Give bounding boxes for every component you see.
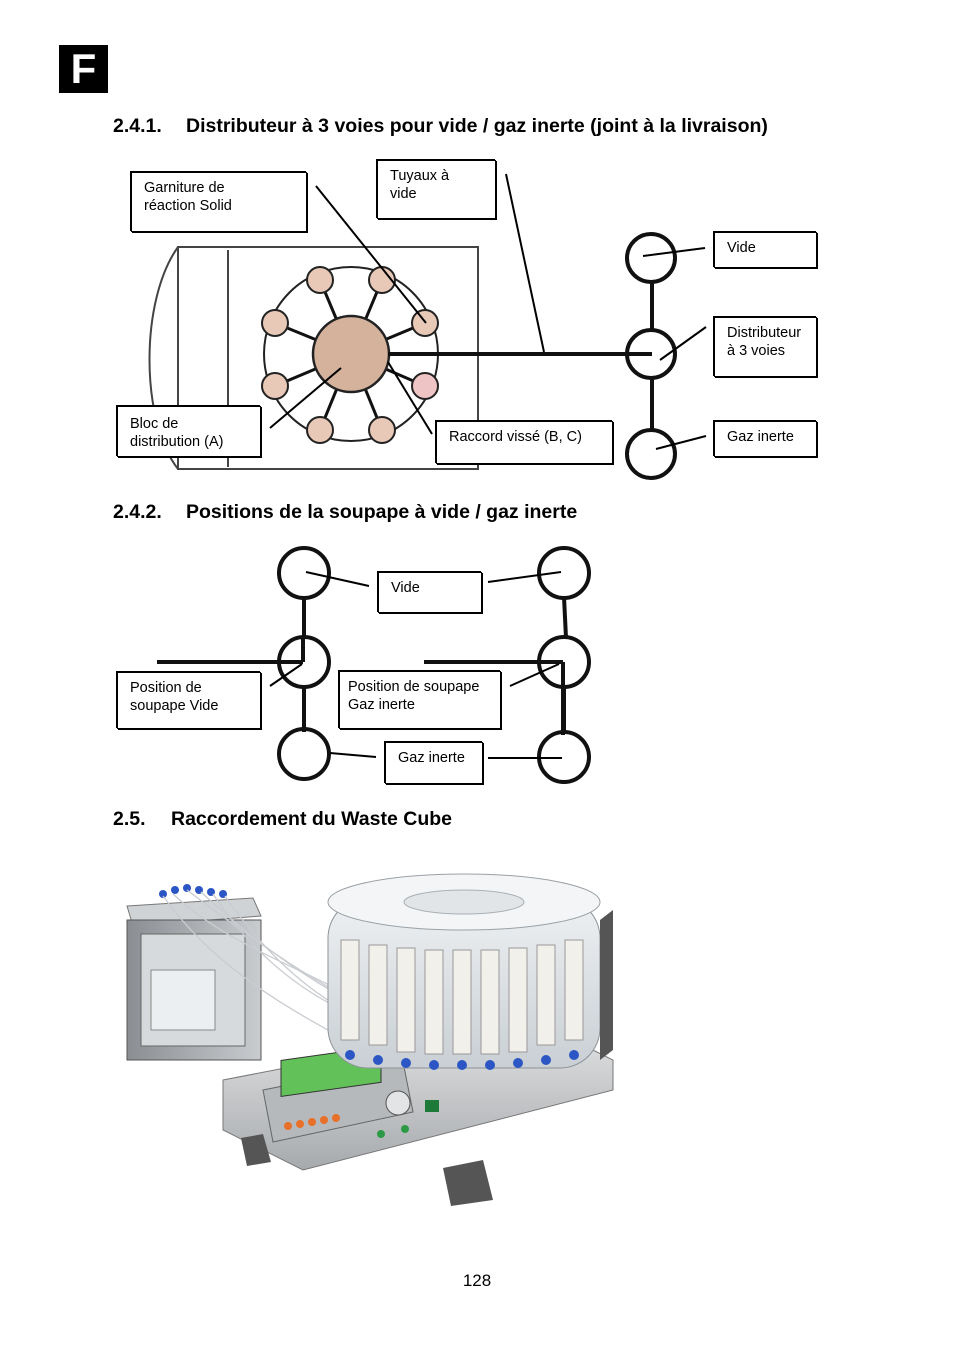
section-number: 2.5.	[113, 808, 146, 830]
callout-vide-2: Vide	[378, 572, 482, 613]
callout-line: Vide	[391, 580, 420, 596]
callout-gaz-inerte-2: Gaz inerte	[385, 742, 483, 784]
three-way-manifold	[625, 232, 677, 480]
callout-line: Raccord vissé (B, C)	[449, 429, 582, 445]
callout-line: Distributeur	[727, 325, 802, 341]
waste-cube-photo	[113, 850, 633, 1210]
callout-line: distribution (A)	[130, 434, 224, 450]
page-number: 128	[462, 1271, 492, 1290]
callout-line: Vide	[727, 240, 756, 256]
section-number: 2.4.1.	[113, 115, 162, 137]
section-heading-2-4-1: 2.4.1. Distributeur à 3 voies pour vide /…	[113, 115, 768, 138]
callout-vide: Vide	[714, 232, 817, 268]
callout-distributeur: Distributeur à 3 voies	[714, 317, 817, 377]
waste-cube	[126, 884, 262, 1061]
callout-line: soupape Vide	[130, 698, 219, 714]
callout-line: vide	[390, 186, 417, 202]
section-heading-2-5: 2.5. Raccordement du Waste Cube	[113, 808, 452, 831]
callout-raccord: Raccord vissé (B, C)	[436, 421, 613, 464]
callout-position-gaz: Position de soupape Gaz inerte	[339, 671, 501, 729]
callout-position-vide: Position de soupape Vide	[117, 672, 261, 729]
callout-line: Position de	[130, 680, 202, 696]
callout-line: Garniture de	[144, 180, 225, 196]
valve-vacuum-position	[157, 546, 331, 781]
callout-line: à 3 voies	[727, 343, 786, 359]
callout-line: réaction Solid	[144, 198, 232, 214]
callout-tuyaux: Tuyaux à vide	[377, 160, 496, 219]
callout-garniture: Garniture de réaction Solid	[131, 172, 307, 232]
callout-line: Gaz inerte	[398, 750, 465, 766]
callout-bloc: Bloc de distribution (A)	[117, 406, 261, 457]
callout-line: Tuyaux à	[390, 168, 450, 184]
callout-line: Bloc de	[130, 416, 179, 432]
section-title: Positions de la soupape à vide / gaz ine…	[186, 501, 578, 523]
callout-line: Gaz inerte	[348, 697, 415, 713]
synthesizer-illustration	[126, 873, 614, 1206]
callout-line: Position de soupape	[348, 679, 480, 695]
callout-gaz-inerte: Gaz inerte	[714, 421, 817, 457]
section-title: Raccordement du Waste Cube	[171, 808, 452, 830]
callout-line: Gaz inerte	[727, 429, 794, 445]
section-number: 2.4.2.	[113, 501, 162, 523]
reaction-carousel	[327, 873, 613, 1070]
language-badge: F	[59, 45, 108, 93]
section-title: Distributeur à 3 voies pour vide / gaz i…	[186, 115, 768, 137]
section-heading-2-4-2: 2.4.2. Positions de la soupape à vide / g…	[113, 501, 577, 524]
